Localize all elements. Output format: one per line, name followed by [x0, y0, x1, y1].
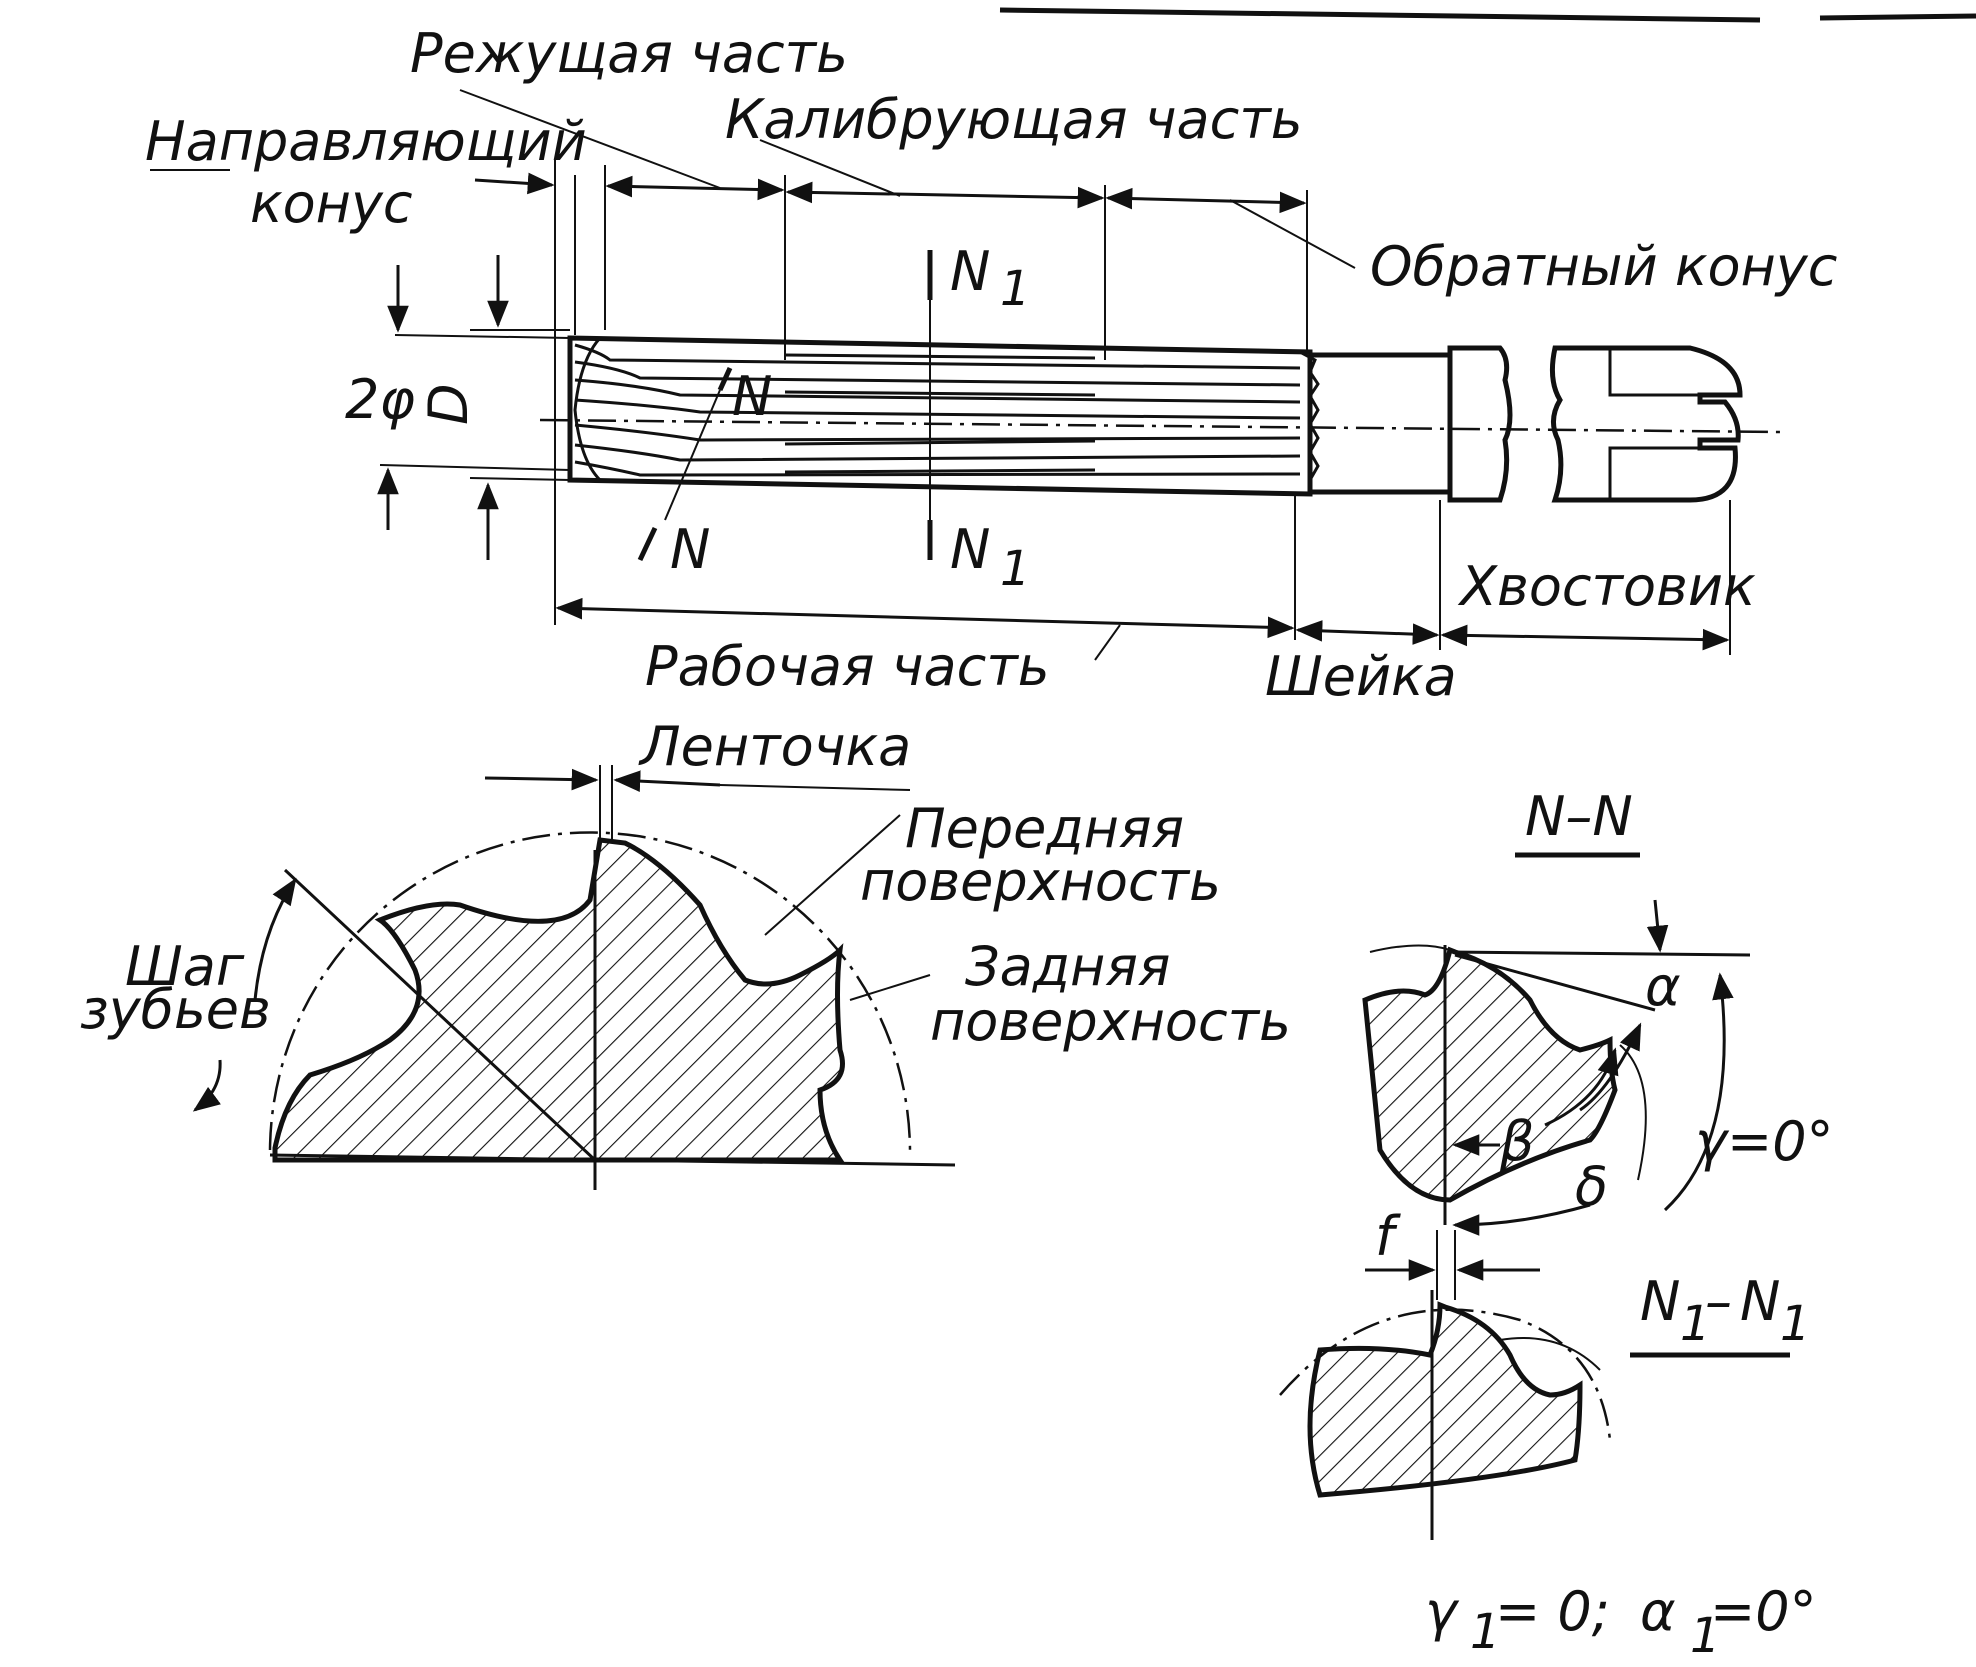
label-calibrating-part: Калибрующая часть [725, 88, 1303, 151]
flute-lines [574, 343, 1301, 477]
label-diameter: D [417, 383, 480, 425]
section-nn-title: N–N [1525, 785, 1633, 848]
label-back-1: Задняя [965, 935, 1170, 998]
label-sub-bottom: 1 [1000, 541, 1031, 597]
label-delta: δ [1575, 1155, 1608, 1218]
section-n1n1-sub-a: 1 [1680, 1296, 1711, 1352]
tooth-profile [272, 837, 845, 1163]
label-front-1: Передняя [905, 797, 1184, 860]
section-n1n1-title-b: N [1740, 1270, 1780, 1333]
label-section-n-bottom: N [670, 518, 710, 581]
formula-sub1: 1 [1470, 1604, 1501, 1660]
label-pitch-2: зубьев [80, 978, 271, 1041]
section-n1n1: N 1 – N 1 γ 1 = 0; α 1 =0° [1279, 1270, 1817, 1664]
formula-gamma: γ [1425, 1580, 1460, 1643]
label-working-part: Рабочая часть [645, 635, 1050, 698]
reamer-shank [1447, 345, 1513, 503]
label-f: f [1375, 1205, 1401, 1268]
label-alpha: α [1645, 955, 1681, 1018]
label-guide-cone-1: Направляющий [145, 110, 587, 173]
formula-alpha: α [1640, 1580, 1676, 1643]
label-shank: Хвостовик [1457, 555, 1756, 618]
label-sub-top: 1 [1000, 261, 1031, 317]
label-gamma-zero: γ=0° [1695, 1110, 1834, 1173]
label-back-2: поверхность [930, 990, 1291, 1053]
label-beta: β [1499, 1110, 1534, 1173]
header-lines [999, 7, 1976, 23]
label-pitch-1: Шаг [125, 935, 245, 998]
label-reverse-cone: Обратный конус [1370, 235, 1837, 298]
formula-sub2: 1 [1690, 1608, 1721, 1664]
section-n1n1-title-a: N [1640, 1270, 1680, 1333]
label-two-phi: 2φ [345, 368, 415, 431]
reamer-side-view: Режущая часть Калибрующая часть Направля… [145, 22, 1837, 708]
formula-eq1: = 0; [1495, 1580, 1610, 1643]
label-neck: Шейка [1265, 645, 1457, 708]
section-nn: N–N α β δ γ=0° f [1362, 785, 1834, 1300]
label-guide-cone-2: конус [250, 172, 413, 235]
label-land: Ленточка [638, 715, 911, 778]
label-front-2: поверхность [860, 850, 1221, 913]
reamer-neck [1310, 352, 1453, 495]
label-section-n-top: N [732, 365, 772, 428]
formula-eq2: =0° [1710, 1580, 1817, 1643]
section-n1n1-dash: – [1705, 1270, 1732, 1333]
label-section-n1-top: N [950, 240, 990, 303]
label-section-n1-bottom: N [950, 518, 990, 581]
label-cutting-part: Режущая часть [410, 22, 848, 85]
section-n1n1-sub-b: 1 [1780, 1296, 1811, 1352]
reamer-cross-section: Ленточка Передняя поверхность Задняя пов… [80, 715, 1291, 1190]
